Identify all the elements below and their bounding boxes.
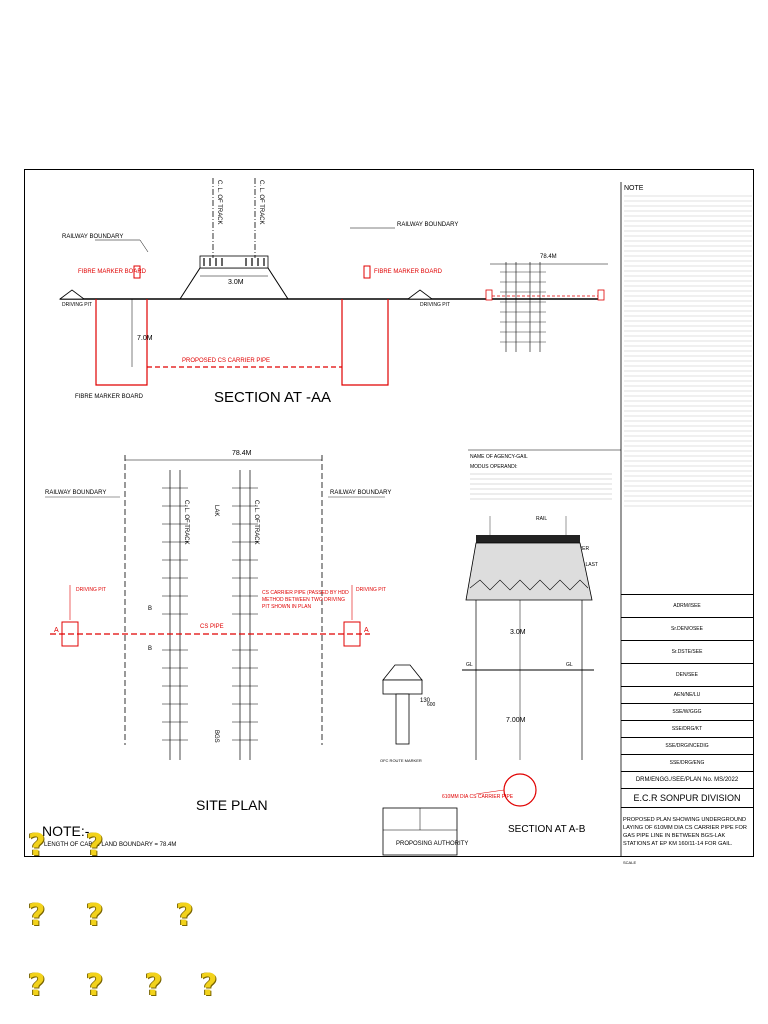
gl-left: GL [466,662,473,668]
notes-heading: NOTE [624,185,644,192]
section-ab-title: SECTION AT A-B [508,824,586,835]
drawing-sheet [24,169,754,857]
question-mark-2: ? [86,828,104,863]
site-plan-span: 78.4M [232,450,252,457]
description: PROPOSED PLAN SHOWING UNDERGROUND LAYING… [621,808,753,857]
ab-pipe-label: 610MM DIA CS CARRIER PIPE [442,794,514,800]
notes-lines [624,195,752,507]
section-ab: RAIL SLEEPER BALLAST GL GL 3.0M 7.00M 61… [442,516,598,835]
small-plan: 78.4M [485,254,608,352]
driving-pit-left-aa: DRIVING PIT [62,302,92,308]
ab-depth-top: 3.0M [510,629,526,636]
aa-width: 3.0M [228,279,244,286]
lak-label: LAK [213,505,219,516]
rail-label: RAIL [536,516,547,522]
pipe-note: CS CARRIER PIPE (PASSED BY HDD METHOD BE… [262,590,349,610]
site-track-label-2: C. L. OF TRACK [253,500,259,545]
title-block: ADRM/ISEE Sr.DEN/OSEE Sr.DSTE/SEE DEN/SE… [621,594,753,867]
rb-left-aa: RAILWAY BOUNDARY [62,234,123,240]
sign-row-8: SSE/DRG/NCEDIG [621,738,753,755]
marker-dim-side: 600 [427,702,436,708]
a-right: A [364,627,369,634]
rb-right-site: RAILWAY BOUNDARY [330,490,391,496]
sign-row-3: Sr.DSTE/SEE [621,641,753,664]
question-mark-3: ? [28,898,46,933]
note-heading: NOTE:- [42,823,90,839]
sleepers [162,487,258,741]
a-left: A [54,627,59,634]
route-marker: 130 600 OFC ROUTE MARKER [380,664,436,763]
fibre-marker-right: FIBRE MARKER BOARD [374,269,443,275]
section-aa-title: SECTION AT -AA [214,389,331,406]
b-top: B [148,606,152,612]
proposing-label: PROPOSING AUTHORITY [396,841,468,847]
aa-pipe-label: PROPOSED CS CARRIER PIPE [182,358,270,364]
track-label-1: C. L. OF TRACK [216,180,222,225]
modus-label: MODUS OPERANDI: [470,464,518,470]
question-mark-5: ? [176,898,194,933]
aa-depth: 7.0M [137,335,153,342]
question-mark-8: ? [145,968,163,1003]
agency-label: NAME OF AGENCY-GAIL [470,454,528,460]
division: E.C.R SONPUR DIVISION [621,789,753,808]
sign-row-1: ADRM/ISEE [621,595,753,618]
sign-row-5: AEN/NE/LU [621,687,753,704]
gl-right: GL [566,662,573,668]
driving-pit-right-aa: DRIVING PIT [420,302,450,308]
sign-row-4: DEN/SEE [621,664,753,687]
track-label-2: C. L. OF TRACK [258,180,264,225]
note-line: LENGTH OF CABLE LAND BOUNDARY = 78.4M [44,842,176,848]
scale: SCALE [623,859,637,865]
cs-pipe-label: CS PIPE [200,624,224,630]
driving-pit-left-site: DRIVING PIT [76,587,106,593]
marker-label: OFC ROUTE MARKER [380,758,422,763]
question-mark-6: ? [28,968,46,1003]
site-plan: 78.4M RAILWAY BOUNDARY RAILWAY BOUNDARY [45,450,391,813]
question-mark-7: ? [86,968,104,1003]
fibre-marker-bottom: FIBRE MARKER BOARD [75,394,144,400]
sign-row-6: SSE/W/GGG [621,704,753,721]
sign-row-2: Sr.DEN/OSEE [621,618,753,641]
marker-dim-top: 130 [420,698,431,704]
ballast-label: BALLAST [576,562,598,568]
sign-row-7: SSE/DRG/KT [621,721,753,738]
question-mark-1: ? [28,828,46,863]
ab-depth-bottom: 7.00M [506,717,526,724]
rb-right-aa: RAILWAY BOUNDARY [397,222,458,228]
fibre-marker-left: FIBRE MARKER BOARD [78,269,147,275]
small-plan-span: 78.4M [540,254,557,260]
section-aa: C. L. OF TRACK C. L. OF TRACK 3.0M RAILW… [58,178,600,406]
question-mark-4: ? [86,898,104,933]
site-plan-title: SITE PLAN [196,797,268,813]
sign-row-9: SSE/DRG/ENG [621,755,753,772]
question-mark-9: ? [200,968,218,1003]
bgs-label: BGS [213,730,219,743]
site-track-label-1: C. L. OF TRACK [183,500,189,545]
drawing-no: DRM/ENGG./SEE/PLAN No. MS/2022 [621,772,753,789]
rb-left-site: RAILWAY BOUNDARY [45,490,106,496]
driving-pit-right-site: DRIVING PIT [356,587,386,593]
b-bottom: B [148,646,152,652]
